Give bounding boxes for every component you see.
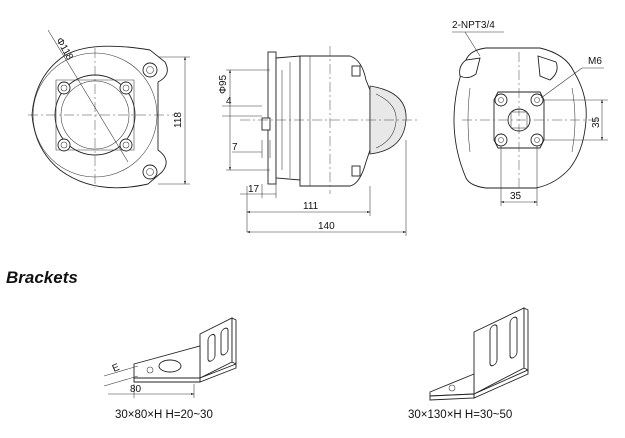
- vertical-spacing-label: 35: [591, 116, 602, 128]
- front-height-label: 118: [173, 112, 184, 128]
- horizontal-spacing-label: 35: [510, 191, 522, 202]
- mounting-hole-top-right: [119, 81, 133, 95]
- side-diameter-label: Φ95: [218, 74, 229, 94]
- dim-4-label: 4: [226, 96, 232, 107]
- terminal-stud: [261, 117, 271, 131]
- bracket-e-label: E: [111, 362, 122, 375]
- thread-label: 2-NPT3/4: [452, 20, 495, 31]
- bracket-caption-1: 30×80×H H=20~30: [115, 409, 213, 421]
- dim-140-label: 140: [318, 221, 335, 232]
- bracket-large: 30×130×H H=30~50: [408, 307, 529, 421]
- rear-view: 2-NPT3/4 M6 35 35: [452, 20, 608, 206]
- mounting-hole-top-left: [57, 81, 71, 95]
- conduit-boss-right: [537, 55, 558, 81]
- rear-bolt-top-right: [530, 93, 544, 107]
- mounting-hole-bottom-right: [119, 138, 133, 152]
- front-diameter-label: Φ118: [53, 36, 75, 63]
- rear-bolt-bottom-right: [530, 133, 544, 147]
- dim-17-label: 17: [248, 184, 260, 195]
- dim-111-label: 111: [303, 201, 319, 212]
- conduit-boss-left: [459, 57, 481, 79]
- section-title-brackets: Brackets: [6, 268, 78, 287]
- bracket-small: E 80 30×80×H H=20~30: [103, 317, 237, 421]
- bolt-size-label: M6: [588, 56, 602, 67]
- bracket-ear-bottom: [142, 164, 158, 180]
- rear-bolt-bottom-left: [494, 133, 508, 147]
- diameter-leader: [47, 29, 129, 163]
- dim-7-label: 7: [232, 142, 238, 153]
- front-view: Φ118 118: [28, 29, 190, 189]
- rear-bolt-top-left: [494, 93, 508, 107]
- bracket-caption-2: 30×130×H H=30~50: [408, 409, 512, 421]
- bracket-length-label: 80: [130, 384, 142, 395]
- bracket-ear-top: [142, 62, 158, 78]
- mounting-hole-bottom-left: [57, 138, 71, 152]
- side-view: Φ95 4 7 17 111 140: [218, 46, 420, 236]
